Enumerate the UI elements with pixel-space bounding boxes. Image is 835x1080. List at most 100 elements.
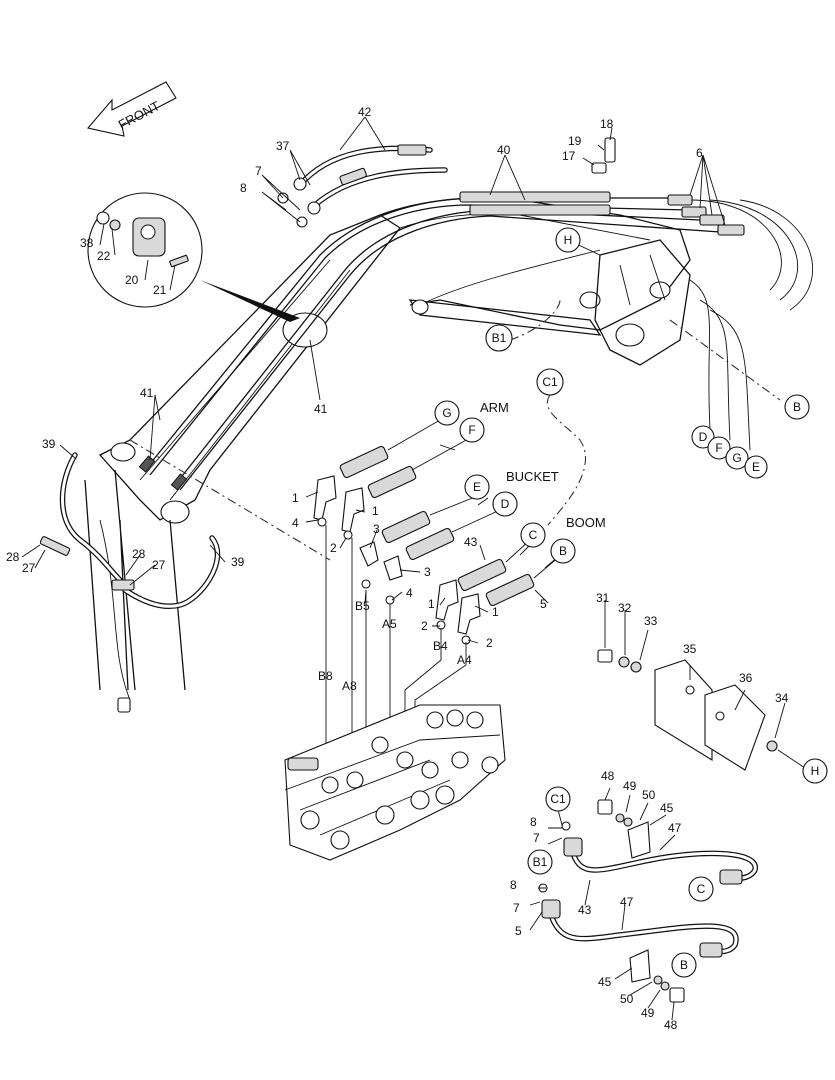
boom-steel-pipes	[138, 191, 721, 491]
callout-43-b: 43	[578, 903, 592, 917]
connector-h-lower: H	[802, 758, 828, 784]
callout-42: 42	[358, 105, 372, 119]
callout-49-b: 49	[641, 1006, 655, 1020]
connector-d-right: D	[691, 425, 715, 449]
valve-fittings	[313, 419, 561, 780]
svg-text:F: F	[468, 423, 475, 437]
callout-37: 37	[276, 139, 290, 153]
svg-text:B: B	[559, 544, 567, 558]
boom-label: BOOM	[566, 515, 606, 530]
callout-19: 19	[568, 134, 582, 148]
svg-text:G: G	[732, 451, 741, 465]
callout-39-right: 39	[231, 555, 245, 569]
clamp-detail-inset	[87, 192, 300, 322]
svg-text:C1: C1	[550, 792, 566, 806]
svg-text:C1: C1	[542, 375, 558, 389]
svg-text:B: B	[793, 400, 801, 414]
port-b4: B4	[433, 639, 448, 653]
connector-d-top: D	[492, 491, 518, 517]
leader-lines	[21, 116, 786, 1021]
arm-hoses-39	[39, 452, 221, 609]
callout-48-a: 48	[601, 769, 615, 783]
callout-1-d: 1	[492, 605, 499, 619]
svg-text:H: H	[811, 764, 820, 778]
callout-6: 6	[696, 146, 703, 160]
callout-50-b: 50	[620, 992, 634, 1006]
port-a5: A5	[382, 617, 397, 631]
callout-20: 20	[125, 273, 139, 287]
arm-label: ARM	[480, 400, 509, 415]
callout-48-b: 48	[664, 1018, 678, 1032]
callout-45-a: 45	[660, 801, 674, 815]
callout-27-right: 27	[152, 558, 166, 572]
connector-b1-lower: B1	[527, 849, 553, 875]
dashed-routing-lines	[129, 299, 781, 561]
lower-hoses-47	[538, 799, 758, 1003]
svg-text:D: D	[699, 430, 708, 444]
callout-8-a: 8	[530, 815, 537, 829]
callout-21: 21	[153, 283, 167, 297]
callout-34: 34	[775, 691, 789, 705]
callout-2-c: 2	[486, 636, 493, 650]
callout-28-left: 28	[6, 550, 20, 564]
callout-41-right: 41	[314, 402, 328, 416]
port-b8: B8	[318, 669, 333, 683]
connector-c-lower: C	[688, 876, 714, 902]
callout-41-left: 41	[140, 386, 154, 400]
callout-3-a: 3	[373, 522, 380, 536]
callout-7-a: 7	[533, 831, 540, 845]
function-labels: ARM BUCKET BOOM	[480, 400, 606, 530]
callout-4-a: 4	[292, 516, 299, 530]
callout-31: 31	[596, 591, 610, 605]
callout-1-a: 1	[292, 491, 299, 505]
callout-40: 40	[497, 143, 511, 157]
callout-18: 18	[600, 117, 614, 131]
callout-45-b: 45	[598, 975, 612, 989]
port-a4: A4	[457, 653, 472, 667]
callout-22: 22	[97, 249, 111, 263]
svg-text:B: B	[680, 958, 688, 972]
port-b5: B5	[355, 599, 370, 613]
connector-e-top: E	[464, 474, 490, 500]
callout-4-b: 4	[406, 586, 413, 600]
control-valve-block	[284, 704, 506, 861]
callout-2-a: 2	[330, 541, 337, 555]
callout-2-b: 2	[421, 619, 428, 633]
connector-b-lower: B	[671, 952, 697, 978]
svg-text:E: E	[473, 480, 481, 494]
callout-50-a: 50	[642, 788, 656, 802]
callout-33: 33	[644, 614, 658, 628]
callout-1-b: 1	[372, 504, 379, 518]
connector-b-right: B	[784, 394, 810, 420]
callout-39-left: 39	[42, 437, 56, 451]
callout-27-left: 27	[22, 561, 36, 575]
connector-g-top: G	[434, 400, 460, 426]
callout-49-a: 49	[623, 779, 637, 793]
callout-32: 32	[618, 601, 632, 615]
svg-text:F: F	[715, 441, 722, 455]
svg-text:D: D	[501, 497, 510, 511]
callout-47-a: 47	[668, 821, 682, 835]
bracket-plates	[597, 649, 806, 771]
front-direction-arrow: FRONT	[86, 81, 177, 137]
callout-36: 36	[739, 671, 753, 685]
connector-b-top: B	[550, 538, 576, 564]
connector-h-upper: H	[555, 227, 581, 253]
callout-17: 17	[562, 149, 576, 163]
svg-text:B1: B1	[492, 331, 507, 345]
callout-numbers: 42 37 7 8 40 18 19 17 6 38 22 20 21 41 4…	[6, 105, 789, 1032]
connector-f-top: F	[459, 417, 485, 443]
connector-c-top: C	[520, 522, 546, 548]
svg-text:H: H	[564, 233, 573, 247]
callout-47-b: 47	[620, 895, 634, 909]
svg-text:G: G	[442, 406, 451, 420]
svg-text:E: E	[752, 460, 760, 474]
callout-5-b: 5	[515, 924, 522, 938]
boom-arm-structure	[84, 197, 814, 713]
callout-43-a: 43	[464, 535, 478, 549]
connector-b1-upper: B1	[485, 324, 513, 352]
callout-7-b: 7	[513, 901, 520, 915]
boom-hoses-42	[277, 144, 448, 228]
callout-7: 7	[255, 164, 262, 178]
